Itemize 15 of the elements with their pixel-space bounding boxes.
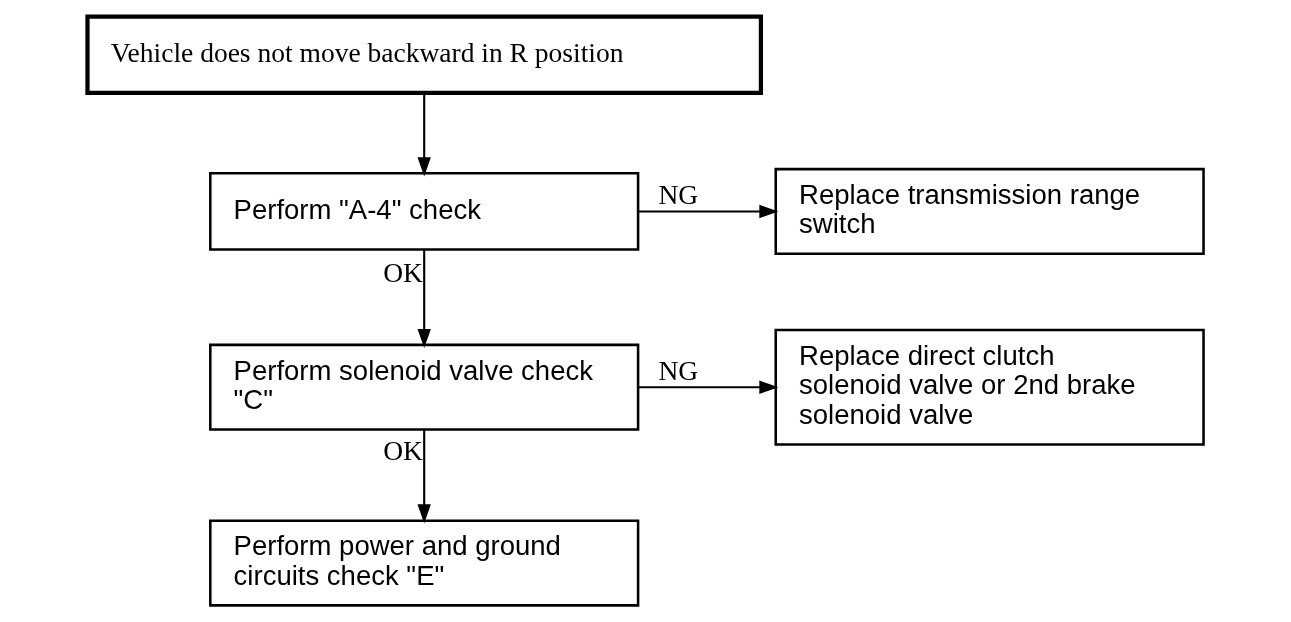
node-box: Perform power and ground circuits check "E" — [209, 519, 640, 607]
arrow — [638, 204, 779, 219]
edge-label: OK — [383, 257, 423, 289]
arrow — [417, 93, 431, 177]
node-box: Replace direct clutch solenoid valve or 2nd brake solenoid valve — [774, 328, 1205, 446]
arrow — [417, 249, 431, 349]
arrow — [638, 380, 779, 394]
node-box: Perform "A-4" check — [209, 172, 640, 251]
edge-label: OK — [383, 434, 423, 466]
edge-label: NG — [658, 354, 699, 386]
node-box: Vehicle does not move backward in R position — [85, 14, 764, 95]
node-box: Replace transmission range switch — [774, 167, 1205, 256]
edge-label: NG — [658, 178, 699, 210]
node-box: Perform solenoid valve check "C" — [209, 343, 640, 431]
arrow — [417, 429, 431, 524]
